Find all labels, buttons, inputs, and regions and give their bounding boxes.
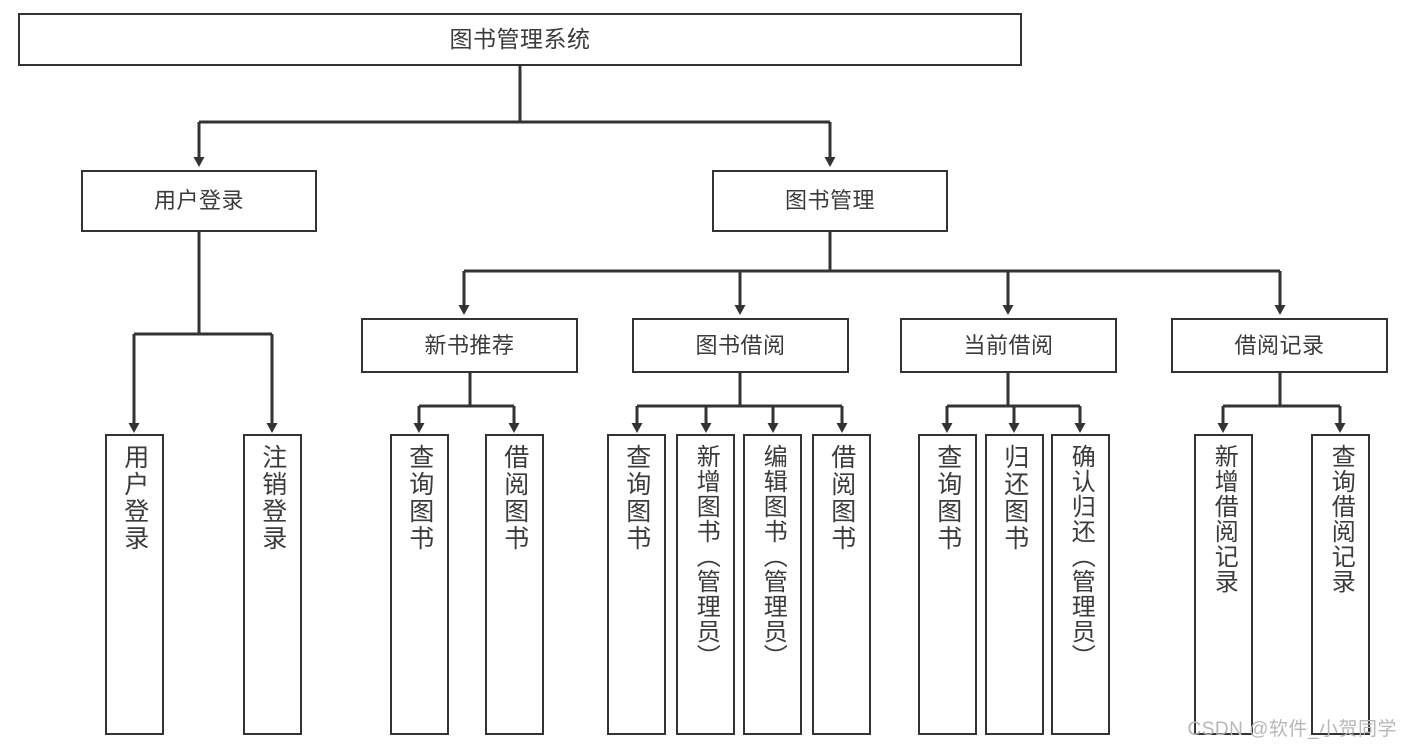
node-label: 借阅记录: [1234, 332, 1325, 358]
leaf-current-return-book[interactable]: 归还图书: [985, 434, 1044, 735]
leaf-record-query-record[interactable]: 查询借阅记录: [1311, 434, 1370, 735]
leaf-recommend-query-book[interactable]: 查询图书: [390, 434, 449, 735]
node-label: 用户登录: [153, 188, 244, 214]
node-label: 归还图书: [1000, 444, 1029, 552]
node-book-borrow[interactable]: 图书借阅: [632, 318, 849, 373]
leaf-borrow-borrow-book[interactable]: 借阅图书: [812, 434, 871, 735]
leaf-user-login[interactable]: 用户登录: [105, 434, 164, 735]
node-root-system[interactable]: 图书管理系统: [18, 13, 1022, 66]
leaf-recommend-borrow-book[interactable]: 借阅图书: [485, 434, 544, 735]
node-label: 编辑图书（管理员）: [759, 444, 787, 669]
node-label: 图书管理系统: [449, 26, 591, 53]
node-label: 查询图书: [405, 444, 434, 552]
node-user-login[interactable]: 用户登录: [81, 170, 317, 232]
node-label: 确认归还（管理员）: [1067, 444, 1095, 669]
node-label: 用户登录: [120, 444, 149, 552]
leaf-logout[interactable]: 注销登录: [243, 434, 302, 735]
watermark-text: CSDN @软件_小贺同学: [1187, 719, 1397, 740]
node-label: 注销登录: [258, 444, 287, 552]
node-label: 查询图书: [622, 444, 651, 552]
leaf-borrow-query-book[interactable]: 查询图书: [607, 434, 666, 735]
node-label: 查询借阅记录: [1327, 444, 1355, 594]
node-label: 新书推荐: [424, 332, 515, 358]
node-label: 当前借阅: [963, 332, 1054, 358]
node-label: 查询图书: [933, 444, 962, 552]
leaf-current-confirm-return[interactable]: 确认归还（管理员）: [1051, 434, 1110, 735]
node-label: 图书借阅: [695, 332, 786, 358]
leaf-record-add-record[interactable]: 新增借阅记录: [1194, 434, 1253, 735]
leaf-borrow-edit-book[interactable]: 编辑图书（管理员）: [743, 434, 802, 735]
node-borrow-record[interactable]: 借阅记录: [1171, 318, 1388, 373]
node-label: 借阅图书: [827, 444, 856, 552]
node-new-book-recommend[interactable]: 新书推荐: [361, 318, 578, 373]
node-book-management[interactable]: 图书管理: [712, 170, 948, 232]
leaf-borrow-add-book[interactable]: 新增图书（管理员）: [676, 434, 735, 735]
node-label: 图书管理: [784, 188, 875, 214]
leaf-current-query-book[interactable]: 查询图书: [918, 434, 977, 735]
node-label: 新增图书（管理员）: [692, 444, 720, 669]
node-label: 新增借阅记录: [1210, 444, 1238, 594]
node-label: 借阅图书: [500, 444, 529, 552]
node-current-borrow[interactable]: 当前借阅: [900, 318, 1117, 373]
